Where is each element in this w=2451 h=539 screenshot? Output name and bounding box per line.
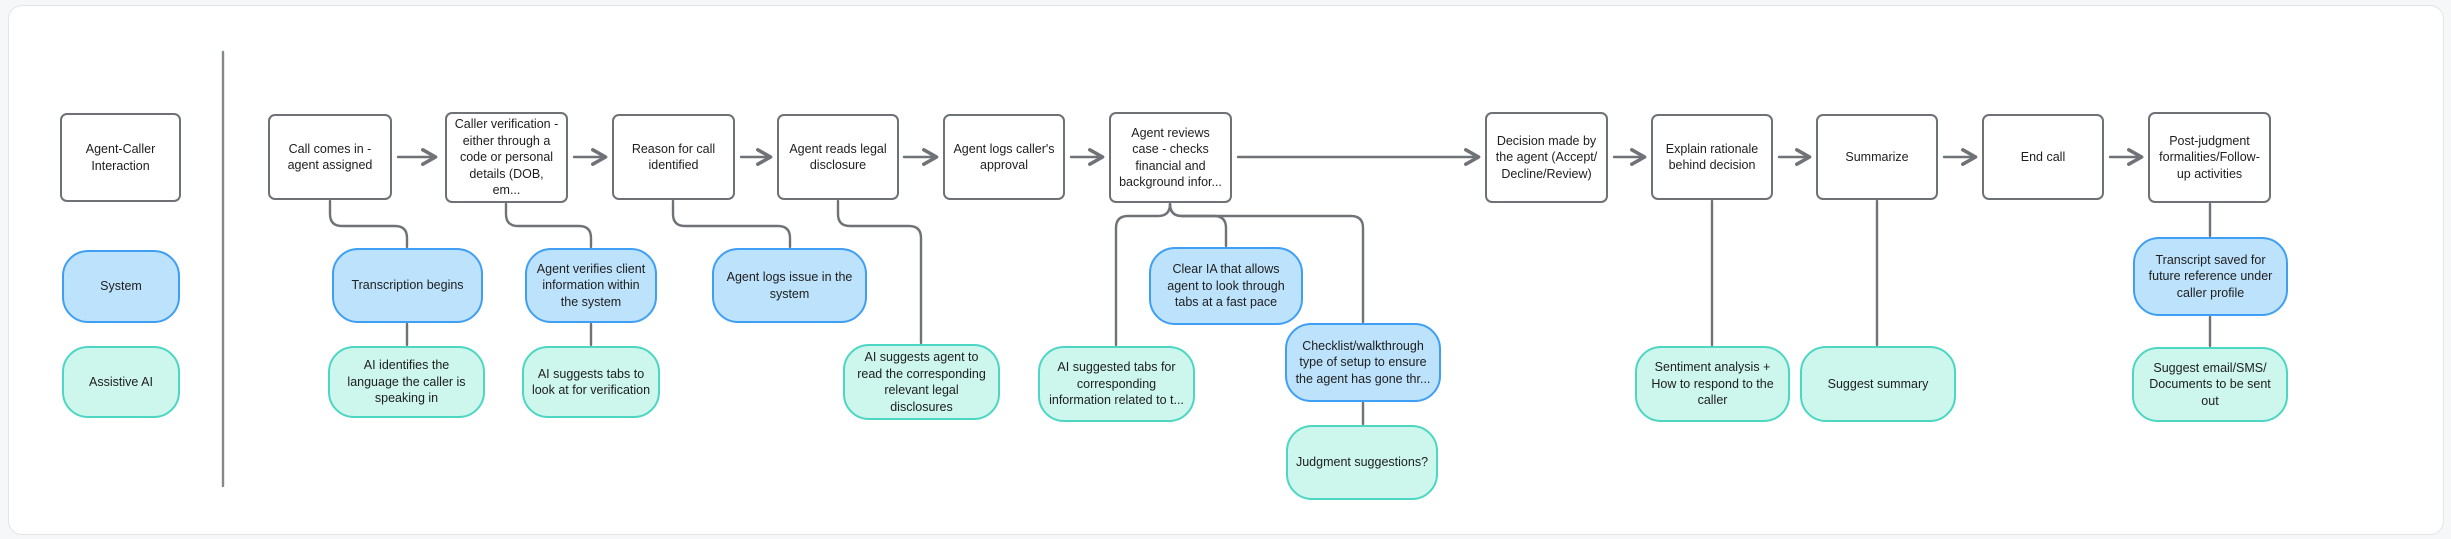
flow-step-decision-made[interactable]: Decision made by the agent (Accept/ Decl… — [1485, 112, 1608, 203]
flow-step-end-call[interactable]: End call — [1982, 114, 2104, 200]
system-node-transcription-begins[interactable]: Transcription begins — [332, 248, 483, 323]
ai-node-suggests-verification-tabs[interactable]: AI suggests tabs to look at for verifica… — [522, 346, 660, 418]
ai-node-sentiment-analysis[interactable]: Sentiment analysis + How to respond to t… — [1635, 346, 1790, 422]
flow-step-explain-rationale[interactable]: Explain rationale behind decision — [1651, 114, 1773, 200]
legend-assistive-ai[interactable]: Assistive AI — [62, 346, 180, 418]
flow-step-logs-approval[interactable]: Agent logs caller's approval — [943, 114, 1065, 200]
system-node-logs-issue[interactable]: Agent logs issue in the system — [712, 248, 867, 323]
legend-agent-caller-interaction[interactable]: Agent-Caller Interaction — [60, 113, 181, 202]
legend-system[interactable]: System — [62, 250, 180, 323]
flow-step-reason-identified[interactable]: Reason for call identified — [612, 114, 735, 200]
flow-step-reads-legal-disclosure[interactable]: Agent reads legal disclosure — [777, 114, 899, 200]
flow-step-reviews-case[interactable]: Agent reviews case - checks financial an… — [1109, 112, 1232, 203]
ai-node-judgment-suggestions[interactable]: Judgment suggestions? — [1286, 425, 1438, 500]
flow-step-caller-verification[interactable]: Caller verification - either through a c… — [445, 112, 568, 203]
system-node-clear-ia[interactable]: Clear IA that allows agent to look throu… — [1149, 247, 1303, 325]
flow-step-call-comes-in[interactable]: Call comes in - agent assigned — [268, 114, 392, 200]
flow-step-post-judgment[interactable]: Post-judgment formalities/Follow-up acti… — [2148, 112, 2271, 203]
ai-node-suggests-legal-disclosures[interactable]: AI suggests agent to read the correspond… — [843, 344, 1000, 420]
flow-step-summarize[interactable]: Summarize — [1816, 114, 1938, 200]
ai-node-suggest-email-sms[interactable]: Suggest email/SMS/ Documents to be sent … — [2132, 347, 2288, 422]
system-node-transcript-saved[interactable]: Transcript saved for future reference un… — [2133, 237, 2288, 316]
system-node-verifies-client-info[interactable]: Agent verifies client information within… — [525, 248, 657, 323]
ai-node-identifies-language[interactable]: AI identifies the language the caller is… — [328, 346, 485, 418]
system-node-checklist-walkthrough[interactable]: Checklist/walkthrough type of setup to e… — [1285, 323, 1441, 402]
ai-node-suggested-info-tabs[interactable]: AI suggested tabs for corresponding info… — [1038, 346, 1195, 422]
ai-node-suggest-summary[interactable]: Suggest summary — [1800, 346, 1956, 422]
